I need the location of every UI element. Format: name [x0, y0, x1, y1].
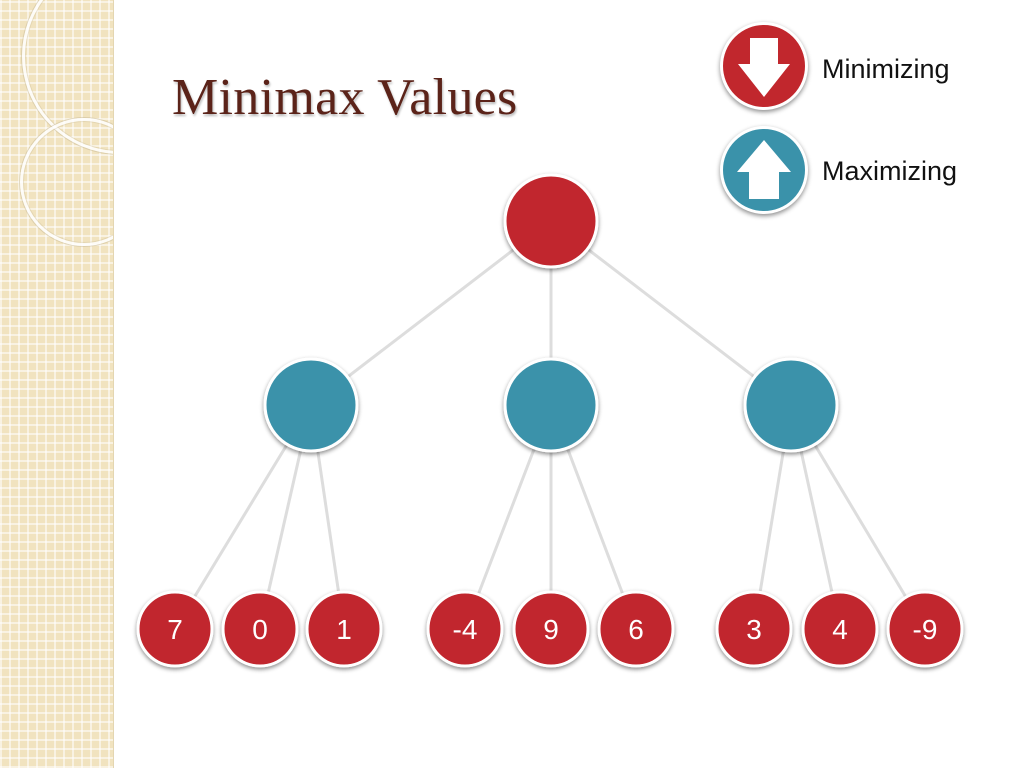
leaf-node-9: -9 [886, 590, 964, 668]
edge-root-to-max-3 [550, 219, 792, 407]
leaf-node-4-circle [426, 590, 504, 668]
max-node-2-circle [503, 357, 599, 453]
leaf-node-6: 6 [597, 590, 675, 668]
tree-nodes: 7 0 1 -4 9 6 3 4 -9 [136, 173, 964, 668]
legend-label-maximizing: Maximizing [822, 156, 958, 186]
max-node-1-circle [263, 357, 359, 453]
arrow-down-icon [720, 22, 808, 110]
leaf-node-8-circle [801, 590, 879, 668]
max-node-2 [503, 357, 599, 453]
max-node-3-circle [743, 357, 839, 453]
legend-item-minimizing: Minimizing [718, 22, 1008, 114]
leaf-node-3-circle [305, 590, 383, 668]
leaf-node-1-value: 7 [167, 614, 183, 645]
max-node-1 [263, 357, 359, 453]
leaf-node-7-value: 3 [746, 614, 762, 645]
legend-label-minimizing: Minimizing [822, 54, 950, 84]
max-node-3 [743, 357, 839, 453]
leaf-node-6-circle [597, 590, 675, 668]
leaf-node-5-circle [512, 590, 590, 668]
root-min-node-circle [503, 173, 599, 269]
root-min-node [503, 173, 599, 269]
leaf-node-2-circle [221, 590, 299, 668]
leaf-node-7: 3 [715, 590, 793, 668]
leaf-node-2: 0 [221, 590, 299, 668]
arrow-up-icon [720, 126, 808, 214]
leaf-node-3-value: 1 [336, 614, 352, 645]
leaf-node-3: 1 [305, 590, 383, 668]
leaf-node-5: 9 [512, 590, 590, 668]
leaf-node-1-circle [136, 590, 214, 668]
leaf-node-1: 7 [136, 590, 214, 668]
leaf-node-5-value: 9 [543, 614, 559, 645]
leaf-node-2-value: 0 [252, 614, 268, 645]
leaf-node-6-value: 6 [628, 614, 644, 645]
leaf-node-8: 4 [801, 590, 879, 668]
leaf-node-4: -4 [426, 590, 504, 668]
leaf-node-4-value: -4 [453, 614, 478, 645]
legend: Minimizing Maximizing [718, 22, 1008, 222]
legend-item-maximizing: Maximizing [718, 126, 1008, 218]
decorative-side-strip [0, 0, 114, 768]
leaf-node-8-value: 4 [832, 614, 848, 645]
edge-root-to-max-1 [310, 219, 552, 407]
leaf-node-7-circle [715, 590, 793, 668]
leaf-node-9-value: -9 [913, 614, 938, 645]
leaf-node-9-circle [886, 590, 964, 668]
slide-title: Minimax Values [172, 69, 518, 126]
